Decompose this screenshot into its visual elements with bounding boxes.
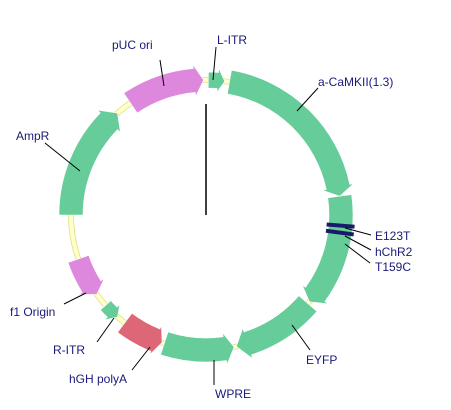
label-ampr: AmpR — [16, 129, 50, 143]
feature-arrow-hgh-polya[interactable] — [117, 312, 163, 356]
label-f1-origin: f1 Origin — [10, 305, 55, 319]
feature-arrow-wpre[interactable] — [160, 331, 235, 366]
leader-eyfp — [291, 324, 311, 351]
feature-arrow-f1-origin[interactable] — [67, 254, 105, 295]
label-r-itr: R-ITR — [53, 343, 85, 357]
feature-arrow-l-itr[interactable] — [207, 67, 226, 94]
label-e123t: E123T — [375, 229, 411, 243]
mutation-marker-t159c — [325, 228, 354, 237]
label-puc-ori: pUC ori — [112, 38, 153, 52]
feature-arrow-a-camkii[interactable] — [227, 69, 355, 197]
leader-ampr — [44, 142, 81, 172]
leader-e123t — [344, 227, 372, 236]
label-l-itr: L-ITR — [217, 33, 247, 47]
label-hchr2: hChR2 — [375, 245, 413, 259]
label-t159c: T159C — [375, 260, 411, 274]
leader-hgh-polya — [131, 346, 151, 371]
feature-arrow-eyfp[interactable] — [236, 295, 318, 360]
leader-f1-origin — [63, 292, 87, 305]
leader-a-camkii — [296, 87, 319, 112]
leader-r-itr — [96, 317, 115, 343]
label-eyfp: EYFP — [306, 353, 337, 367]
feature-arrow-r-itr[interactable] — [100, 300, 121, 321]
label-leader-lines — [44, 46, 372, 385]
leader-puc-ori — [159, 59, 165, 87]
feature-arrow-hchr2[interactable] — [301, 194, 354, 305]
feature-arrow-ampr[interactable] — [58, 109, 121, 216]
mutation-marker-e123t — [326, 222, 355, 229]
leader-t159c — [344, 243, 371, 264]
leader-l-itr — [212, 46, 217, 81]
label-hgh-polya: hGH polyA — [69, 372, 127, 386]
label-wpre: WPRE — [215, 387, 251, 401]
feature-arrow-puc-ori[interactable] — [123, 63, 204, 114]
label-a-camkii: a-CaMKII(1.3) — [318, 75, 393, 89]
leader-hchr2 — [344, 235, 372, 251]
